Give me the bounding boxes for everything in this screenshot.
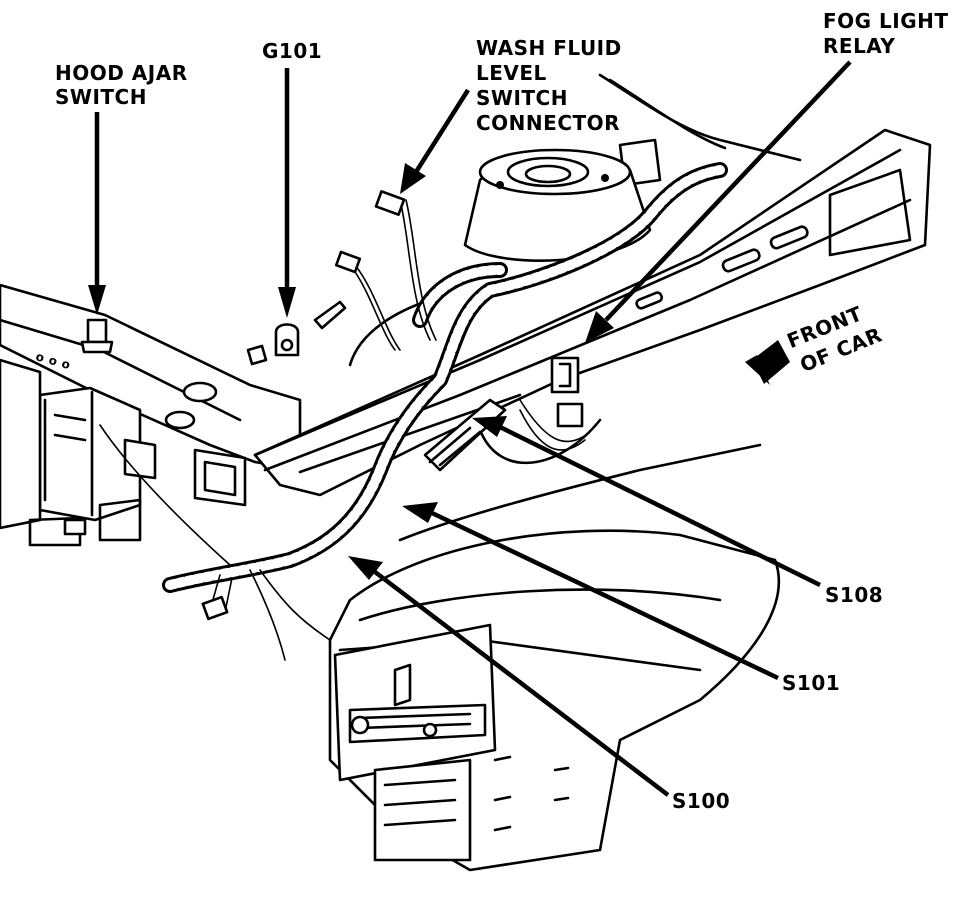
fog-light-relay-label-line2: RELAY xyxy=(823,34,895,58)
fog-light-relay-label-line1: FOG LIGHT xyxy=(823,9,949,33)
s101-label: S101 xyxy=(782,671,840,695)
wash-fluid-label-line1: WASH FLUID xyxy=(476,36,622,60)
hood-ajar-label-line1: HOOD AJAR xyxy=(55,61,188,85)
wash-fluid-label-line2: LEVEL xyxy=(476,61,547,85)
fender-and-headlamp xyxy=(328,529,781,872)
g101-label: G101 xyxy=(262,39,322,63)
wash-fluid-label-line3: SWITCH xyxy=(476,86,568,110)
callout-labels: HOOD AJAR SWITCH G101 WASH FLUID LEVEL S… xyxy=(55,9,949,813)
callout-arrows xyxy=(88,60,852,797)
fog-light-relay-part xyxy=(550,356,584,428)
hood-ajar-switch-part xyxy=(80,318,114,354)
wash-fluid-connector-part xyxy=(334,190,406,274)
wiring-harness xyxy=(99,162,728,661)
s108-label: S108 xyxy=(825,583,883,607)
wash-fluid-label-line4: CONNECTOR xyxy=(476,111,620,135)
hood-ajar-label-line2: SWITCH xyxy=(55,85,147,109)
radiator-support: o o o xyxy=(0,283,302,547)
vehicle-line-art: o o o xyxy=(0,73,932,872)
ground-g101-part xyxy=(246,300,347,366)
strut-tower xyxy=(463,73,802,262)
s100-label: S100 xyxy=(672,789,730,813)
